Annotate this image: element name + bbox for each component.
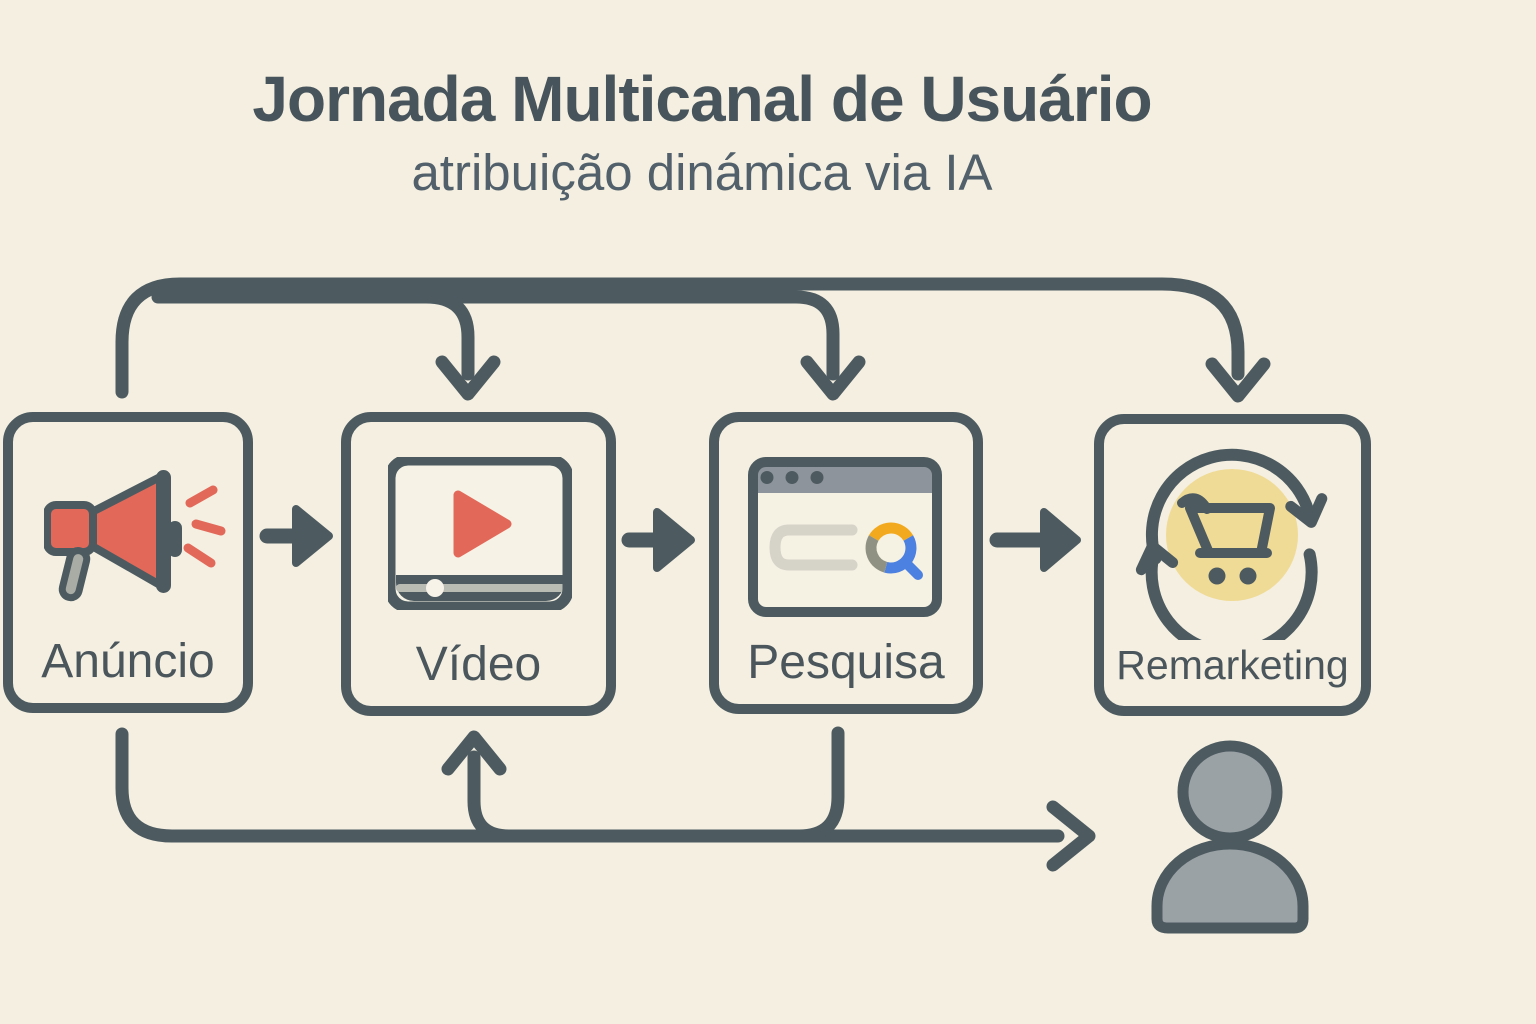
arrow-mid-video-pesquisa xyxy=(621,508,695,572)
magnifier-icon xyxy=(865,522,923,580)
megaphone-icon xyxy=(44,470,226,602)
node-label-anuncio: Anúncio xyxy=(41,635,215,689)
arrow-top-branch-video xyxy=(419,290,475,381)
arrow-bottom-anuncio-user xyxy=(115,727,1065,843)
arrowhead-down-video xyxy=(435,355,501,401)
playhead-dot xyxy=(426,579,444,597)
arrow-mid-pesquisa-remarketing xyxy=(989,508,1081,572)
video-player-icon xyxy=(388,457,572,610)
arrowhead-down-remarketing xyxy=(1205,357,1271,403)
node-pesquisa: Pesquisa xyxy=(709,412,983,714)
arrow-mid-anuncio-video xyxy=(259,505,333,567)
browser-dots xyxy=(760,471,824,484)
page-subtitle: atribuição dinámica via IA xyxy=(411,144,993,201)
node-label-remarketing: Remarketing xyxy=(1116,641,1349,688)
arrowhead-right-user xyxy=(1046,800,1096,872)
cart-refresh-icon xyxy=(1135,448,1328,640)
refresh-arrows xyxy=(1135,448,1328,640)
browser-search-icon xyxy=(748,457,942,617)
arrowhead-down-pesquisa xyxy=(800,355,866,401)
person-icon xyxy=(1151,740,1309,934)
node-video: Vídeo xyxy=(341,412,616,716)
arrowhead-up-video xyxy=(441,730,507,776)
browser-titlebar xyxy=(753,462,937,493)
node-anuncio: Anúncio xyxy=(3,412,253,713)
cart-icon xyxy=(1177,493,1275,585)
arrow-top-anuncio-pesquisa xyxy=(151,290,840,381)
node-remarketing: Remarketing xyxy=(1094,414,1371,716)
play-icon xyxy=(453,490,512,558)
sound-waves xyxy=(183,485,226,568)
arrow-top-anuncio-remarketing xyxy=(115,277,1245,399)
search-field xyxy=(769,524,858,571)
node-label-pesquisa: Pesquisa xyxy=(747,636,945,690)
page-title: Jornada Multicanal de Usuário xyxy=(252,63,1152,135)
node-label-video: Vídeo xyxy=(415,638,542,692)
arrow-bottom-pesquisa-video xyxy=(467,726,845,843)
